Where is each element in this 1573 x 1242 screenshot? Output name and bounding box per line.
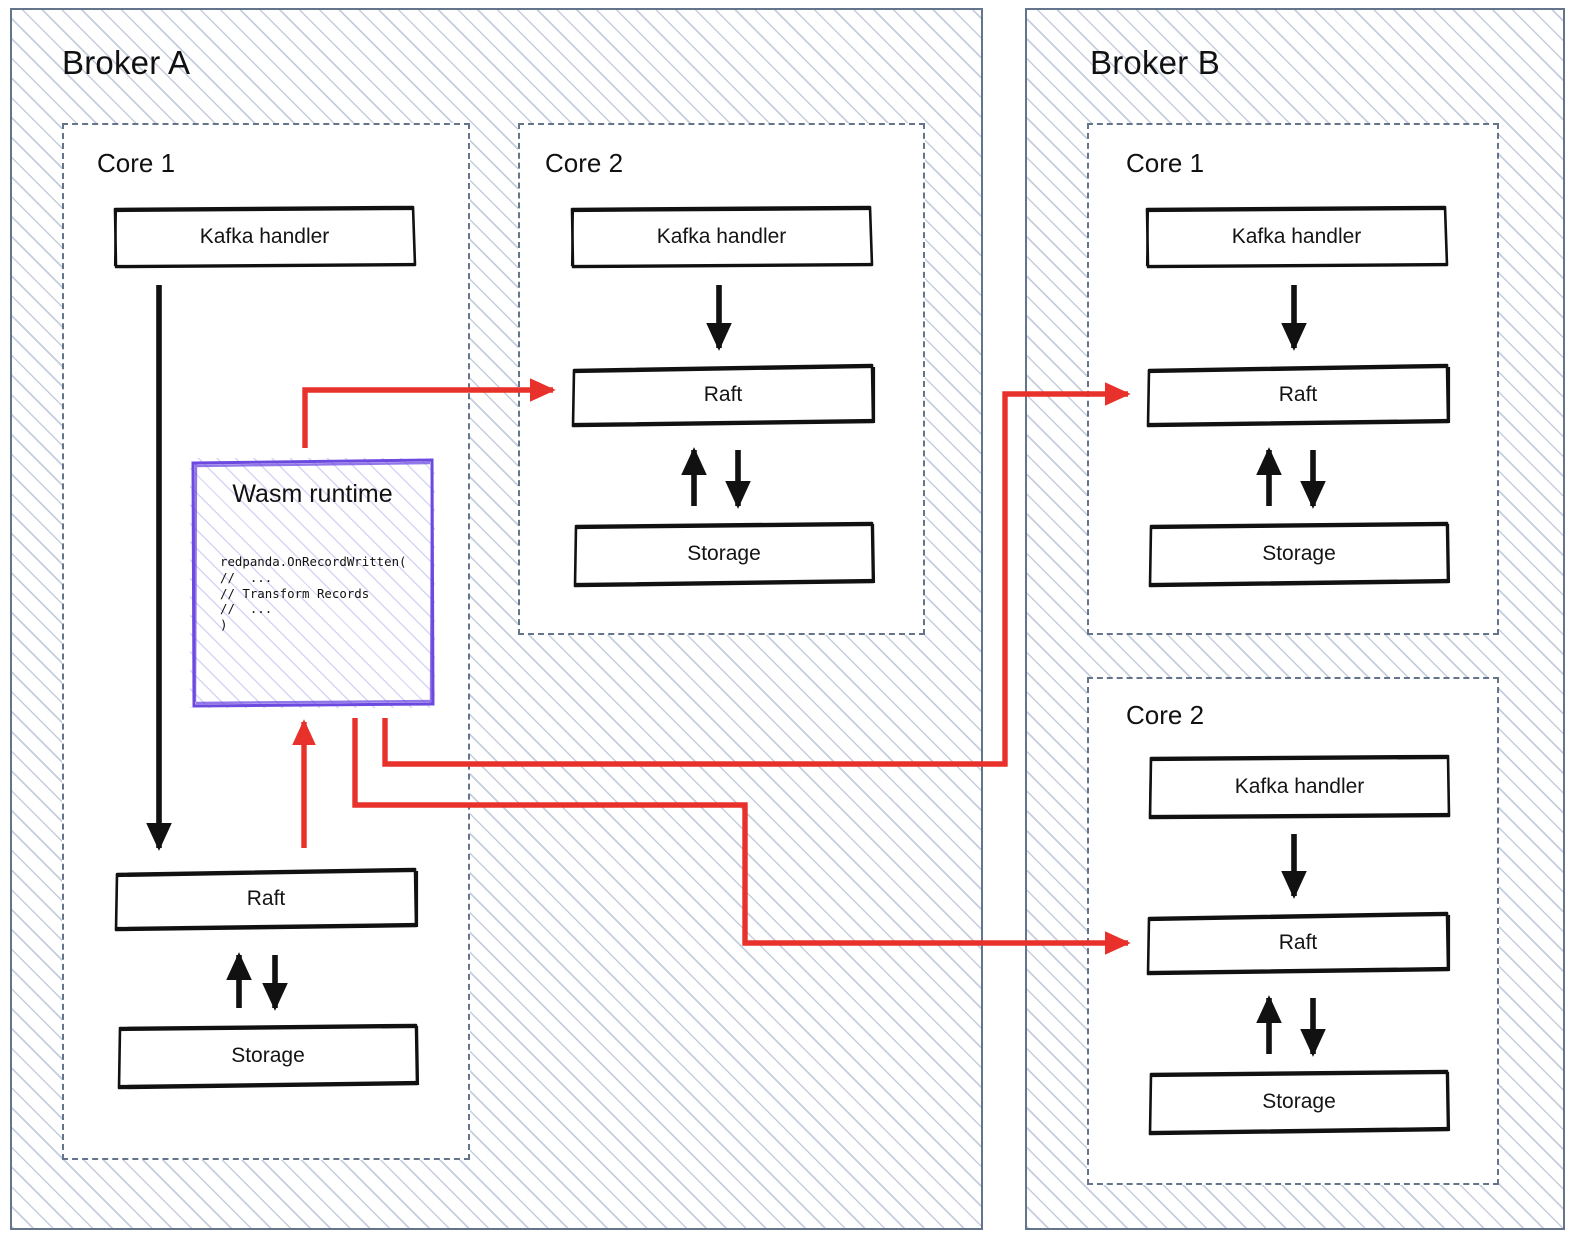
broker-b-title: Broker B — [1090, 44, 1220, 81]
bb-c2-kafka-handler-label: Kafka handler — [1234, 775, 1365, 798]
bb-c1-raft-label: Raft — [1278, 383, 1318, 406]
ba-c2-storage-box[interactable]: Storage — [573, 520, 876, 588]
broker-b-core-2-title: Core 2 — [1126, 700, 1205, 730]
bb-c1-kafka-handler-box[interactable]: Kafka handler — [1145, 205, 1449, 269]
bb-c2-storage-box[interactable]: Storage — [1148, 1068, 1451, 1136]
bb-c1-storage-box[interactable]: Storage — [1148, 520, 1451, 588]
broker-a-title: Broker A — [62, 44, 191, 81]
ba-c1-raft-box[interactable]: Raft — [114, 866, 419, 932]
bb-c1-kafka-handler-label: Kafka handler — [1231, 225, 1362, 248]
bb-c2-raft-box[interactable]: Raft — [1146, 910, 1451, 976]
bb-c2-storage-label: Storage — [1262, 1090, 1336, 1113]
broker-b-core-1-title: Core 1 — [1126, 148, 1205, 178]
bb-c2-raft-label: Raft — [1278, 931, 1318, 954]
ba-c1-storage-box[interactable]: Storage — [117, 1022, 420, 1090]
ba-c2-kafka-handler-box[interactable]: Kafka handler — [570, 205, 874, 269]
bb-c1-raft-box[interactable]: Raft — [1146, 362, 1451, 428]
ba-c1-kafka-handler-label: Kafka handler — [199, 225, 330, 248]
ba-c1-wasm-runtime-box[interactable]: Wasm runtime redpanda.OnRecordWritten( /… — [190, 458, 435, 708]
ba-c1-raft-label: Raft — [246, 887, 286, 910]
ba-c2-raft-label: Raft — [703, 383, 743, 406]
ba-c1-wasm-runtime-title: Wasm runtime — [232, 480, 393, 508]
ba-c2-kafka-handler-label: Kafka handler — [656, 225, 787, 248]
ba-c1-wasm-runtime-code: redpanda.OnRecordWritten( // ... // Tran… — [220, 554, 407, 633]
ba-c2-storage-label: Storage — [687, 542, 761, 565]
bb-c2-kafka-handler-box[interactable]: Kafka handler — [1148, 754, 1451, 820]
ba-c2-raft-box[interactable]: Raft — [571, 362, 876, 428]
ba-c1-storage-label: Storage — [231, 1044, 305, 1067]
bb-c1-storage-label: Storage — [1262, 542, 1336, 565]
broker-a-core-1-title: Core 1 — [97, 148, 176, 178]
broker-a-core-2-title: Core 2 — [545, 148, 624, 178]
ba-c1-kafka-handler-box[interactable]: Kafka handler — [113, 205, 417, 269]
